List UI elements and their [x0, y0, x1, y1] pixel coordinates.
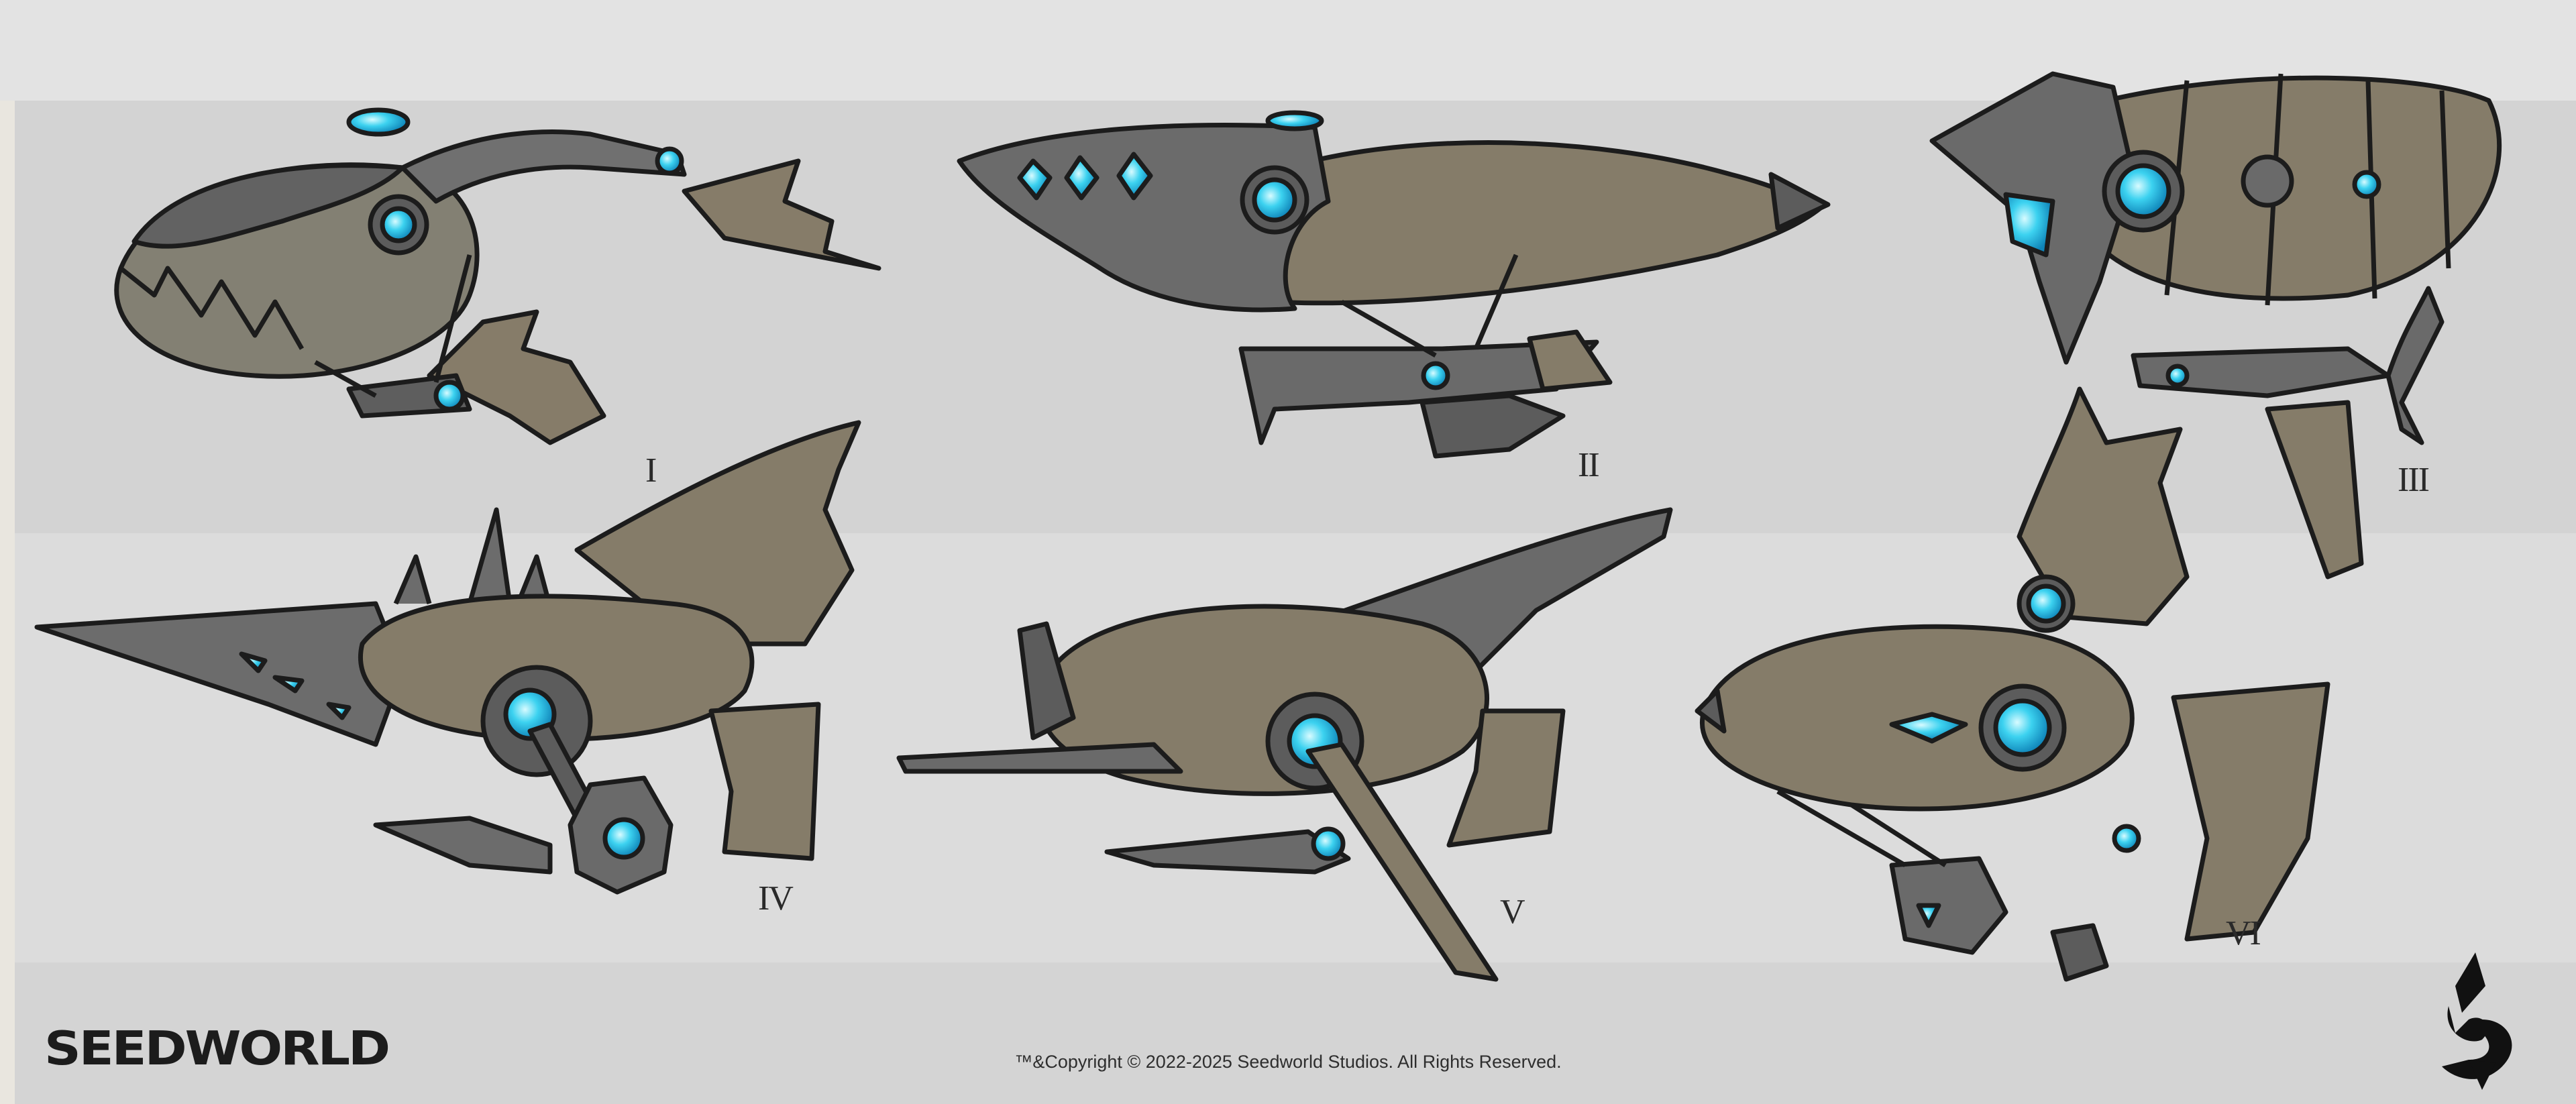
wing-fin [2017, 386, 2190, 626]
top-band [0, 0, 2576, 101]
gear-glow [1311, 826, 1346, 861]
gondola-glow [2165, 364, 2190, 388]
fin [1527, 329, 1613, 392]
propeller [2385, 286, 2445, 445]
wing-fin [682, 158, 881, 271]
hull [358, 594, 755, 742]
window [2003, 192, 2055, 258]
footer-panel [15, 962, 2576, 1104]
side-glow [2352, 170, 2381, 199]
dome-glow [1265, 110, 1324, 131]
airship-sketch-5 [896, 507, 1673, 982]
tail-spike [896, 742, 1183, 774]
window [1889, 712, 1968, 744]
wing-fin [427, 309, 606, 445]
sketch-label-3: III [2398, 461, 2430, 499]
piston-arm [1305, 742, 1499, 982]
sketch-label-1: I [645, 451, 657, 490]
engine [1419, 393, 1566, 459]
engine-glow [1993, 698, 2052, 757]
lower-blade [373, 816, 553, 875]
airship-sketch-6 [1695, 386, 2330, 982]
lamp-cluster [1889, 856, 2008, 955]
left-edge [0, 101, 15, 1104]
fin-glow [1916, 903, 1941, 928]
window [239, 651, 268, 673]
gondola [2131, 346, 2391, 398]
lantern [2050, 923, 2109, 982]
sketch-label-2: II [1578, 446, 1600, 484]
copyright-notice: ™&Copyright © 2022-2025 Seedworld Studio… [1014, 1052, 1562, 1072]
rudder [2265, 400, 2364, 579]
airship-sketch-1 [114, 107, 881, 445]
nose-fin [1017, 621, 1076, 740]
airship-sketch-4 [34, 420, 861, 895]
porthole-glow [2115, 163, 2171, 219]
tail-glow [655, 146, 684, 176]
gondola-glow [433, 380, 466, 412]
teeth [119, 266, 305, 350]
window [1116, 152, 1153, 201]
rudder [2171, 681, 2330, 942]
sketch-label-4: IV [758, 879, 794, 918]
tail-spine [400, 129, 687, 204]
window [326, 702, 352, 720]
brand-wordmark: SEEDWORLD [44, 1020, 390, 1076]
airship-sketch-2 [957, 110, 1831, 459]
wing-fin [574, 420, 861, 647]
porthole-glow [2026, 584, 2066, 624]
hull-front [957, 123, 1331, 313]
nose-spike [34, 601, 405, 747]
gear-glow [602, 817, 645, 860]
tail-cone [1768, 172, 1831, 231]
window [1064, 155, 1099, 201]
dorsal-spike [393, 507, 553, 608]
porthole-glow [380, 206, 417, 243]
airship-sketch-3 [1929, 71, 2502, 579]
nose-tip [1695, 688, 1727, 734]
porthole-glow [1252, 177, 1297, 223]
side-glow [2112, 824, 2141, 853]
window [272, 675, 305, 694]
rudder [708, 702, 821, 861]
gear-hub [2241, 154, 2294, 208]
sketch-label-5: V [1500, 893, 1525, 931]
hull-plating [131, 163, 405, 249]
gondola-glow [1421, 361, 1450, 390]
sketch-label-6: VI [2226, 914, 2261, 952]
lower-blade [1104, 829, 1351, 875]
seedworld-logo-icon [2442, 952, 2512, 1090]
window [1017, 158, 1053, 201]
dome-glow [346, 107, 411, 137]
rudder [1446, 708, 1566, 848]
